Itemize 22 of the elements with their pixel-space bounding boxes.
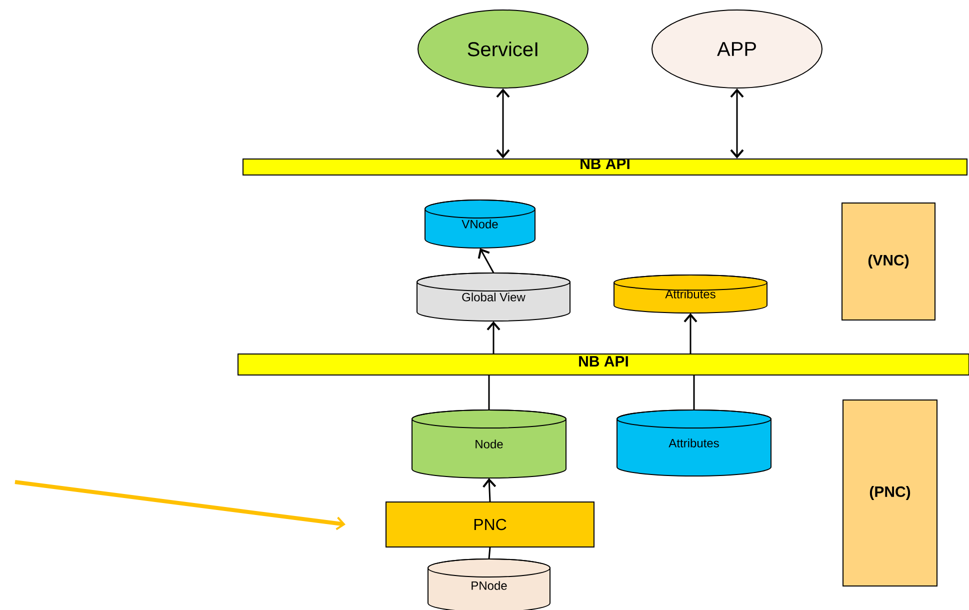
process-box: PNC <box>386 501 594 548</box>
ellipse-node: ServiceI <box>418 10 588 88</box>
database-cylinder: Attributes <box>614 274 768 314</box>
connector-line <box>488 547 491 559</box>
database-cylinder: Attributes <box>616 409 772 476</box>
arrow <box>730 88 744 158</box>
arrow <box>496 88 510 158</box>
database-cylinder: Node <box>412 409 566 478</box>
arrow <box>14 480 346 530</box>
arrow <box>482 478 496 502</box>
connector-line <box>488 376 490 410</box>
arrow <box>684 313 698 354</box>
connector-line <box>693 376 695 410</box>
process-box: (VNC) <box>842 202 936 320</box>
arrow <box>486 321 500 354</box>
process-box: (PNC) <box>842 399 938 586</box>
database-cylinder: PNode <box>428 558 550 610</box>
arrow <box>478 248 494 274</box>
ellipse-node: APP <box>652 10 822 88</box>
database-cylinder: VNode <box>424 200 536 248</box>
api-bar: NB API <box>238 353 969 376</box>
database-cylinder: Global View <box>416 272 570 322</box>
